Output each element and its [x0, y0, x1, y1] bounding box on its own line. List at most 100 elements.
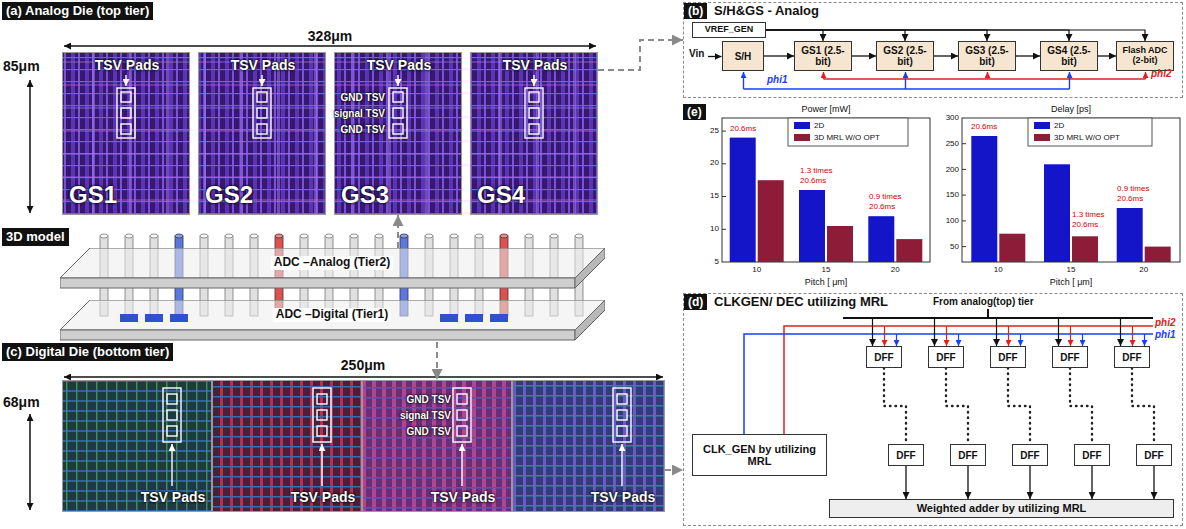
node-text: (a) Analog Die (top tier) [6, 3, 149, 18]
figure-label: 20.6ms [1117, 194, 1143, 203]
bar-charts [896, 239, 922, 262]
figure-label: 5 [715, 257, 719, 266]
node-text: GS1 (2.5-bit) [797, 45, 849, 67]
connector [1091, 466, 1092, 499]
connector [852, 55, 876, 56]
block-box: DFF [950, 444, 986, 466]
bar-charts [962, 246, 966, 247]
sample-hold-wires [708, 56, 722, 57]
figure-label: 15 [1067, 265, 1076, 274]
connector [436, 342, 438, 380]
legend-entry: 3D MRL W/O OPT [794, 133, 880, 142]
dimension-lines [30, 46, 663, 510]
figure-label: 0.9 times [1117, 184, 1149, 193]
node-text: S/H [735, 51, 752, 62]
figure-label: phi1 [767, 74, 788, 86]
figure-label: Vin [689, 48, 704, 60]
block-box: DFF [1052, 346, 1088, 368]
panel-tag: (a) Analog Die (top tier) [2, 2, 153, 20]
die-block: TSV PadsGND TSVsignal TSVGND TSV [362, 380, 512, 512]
tsv-pads [525, 88, 543, 138]
figure-label: 20 [710, 158, 719, 167]
node-text: (d) [688, 295, 703, 309]
node-text: TSV Pads [431, 489, 496, 505]
tsv-pads [453, 388, 471, 442]
node-text: VREF_GEN [705, 25, 754, 35]
bar-charts [722, 163, 726, 164]
block-box: Flash ADC (2-bit) [1116, 41, 1174, 71]
node-text: DFF [1060, 352, 1079, 363]
analog-die-layout [62, 52, 598, 215]
connector [1029, 466, 1030, 499]
clock-wires [873, 318, 1121, 346]
bar-charts [971, 136, 997, 262]
tsv-pads [257, 92, 267, 102]
tsv-pads [253, 88, 271, 138]
connector [764, 55, 794, 56]
tsv-pads [529, 108, 539, 118]
connector [397, 215, 399, 248]
block-box: GS4 (2.5-bit) [1040, 41, 1098, 71]
tsv-pads [317, 394, 327, 404]
node-text: TSV Pads [367, 57, 432, 73]
figure-panel: CLKGEN/ DEC utilizing MRL(d)CLK_GEN by u… [683, 293, 1183, 526]
digital-die-layout [62, 380, 665, 512]
sample-hold-wires [824, 78, 1146, 79]
figure-label: 200 [946, 165, 959, 174]
figure-label: 0.9 times [869, 192, 901, 201]
tsv-pads [617, 410, 627, 420]
slab-top [60, 248, 605, 278]
tier-slab: ADC –Analog (Tier2) [60, 248, 605, 290]
tsv-pads [457, 426, 467, 436]
block-box: DFF [888, 444, 924, 466]
tsv-pads [393, 124, 403, 134]
bar-charts [962, 220, 966, 221]
tsv-pads [261, 75, 262, 86]
tsv-pads [171, 444, 172, 486]
block-box: VREF_GEN [692, 22, 766, 38]
connector [1132, 368, 1154, 444]
figure-label: 100 [946, 216, 959, 225]
bar-charts [722, 118, 1180, 262]
figure-label: 20.6ms [1072, 220, 1098, 229]
clock-wires [843, 317, 1153, 319]
block-box: Weighted adder by utilizing MRL [829, 499, 1174, 518]
bar-charts [722, 196, 726, 197]
figure-label: 250μm [341, 357, 385, 373]
panel-tag: (c) Digital Die (bottom tier) [2, 343, 173, 361]
bar-charts [722, 229, 726, 230]
clock-wires [1132, 326, 1133, 346]
connector [766, 30, 905, 41]
figure-label: 300 [946, 113, 959, 122]
connector [1098, 55, 1116, 56]
node-text: (e) [687, 105, 702, 119]
figure-label: Power [mW] [801, 104, 850, 114]
figure-label: phi1 [1155, 329, 1176, 341]
block-box: DFF [1136, 444, 1172, 466]
clock-wires [1144, 334, 1145, 346]
slab-top [60, 300, 605, 330]
node-text: DFF [1020, 450, 1039, 461]
figure-label: 85μm [3, 58, 40, 74]
figure-label: 15 [822, 265, 831, 274]
node-text: Flash ADC (2-bit) [1119, 46, 1171, 66]
bar-charts [962, 144, 966, 247]
legend-swatch [1034, 122, 1050, 129]
legend-entry: 2D [1034, 121, 1064, 130]
figure-label: 68μm [3, 394, 40, 410]
pad-mark [465, 314, 483, 322]
bar-charts [758, 180, 784, 262]
bar-charts [962, 143, 966, 144]
clock-wires [1070, 326, 1071, 346]
panel-tag: (e) [683, 104, 706, 120]
clock-wires [946, 326, 947, 346]
figure-label: 25 [710, 126, 719, 135]
clock-wires [987, 309, 989, 318]
figure-label: Delay [ps] [1051, 104, 1091, 114]
analog-die-layout [62, 52, 190, 215]
bar-charts [722, 131, 726, 229]
legend-text: 2D [814, 121, 824, 130]
node-text: (b) [688, 4, 703, 18]
bar-charts [962, 195, 966, 196]
